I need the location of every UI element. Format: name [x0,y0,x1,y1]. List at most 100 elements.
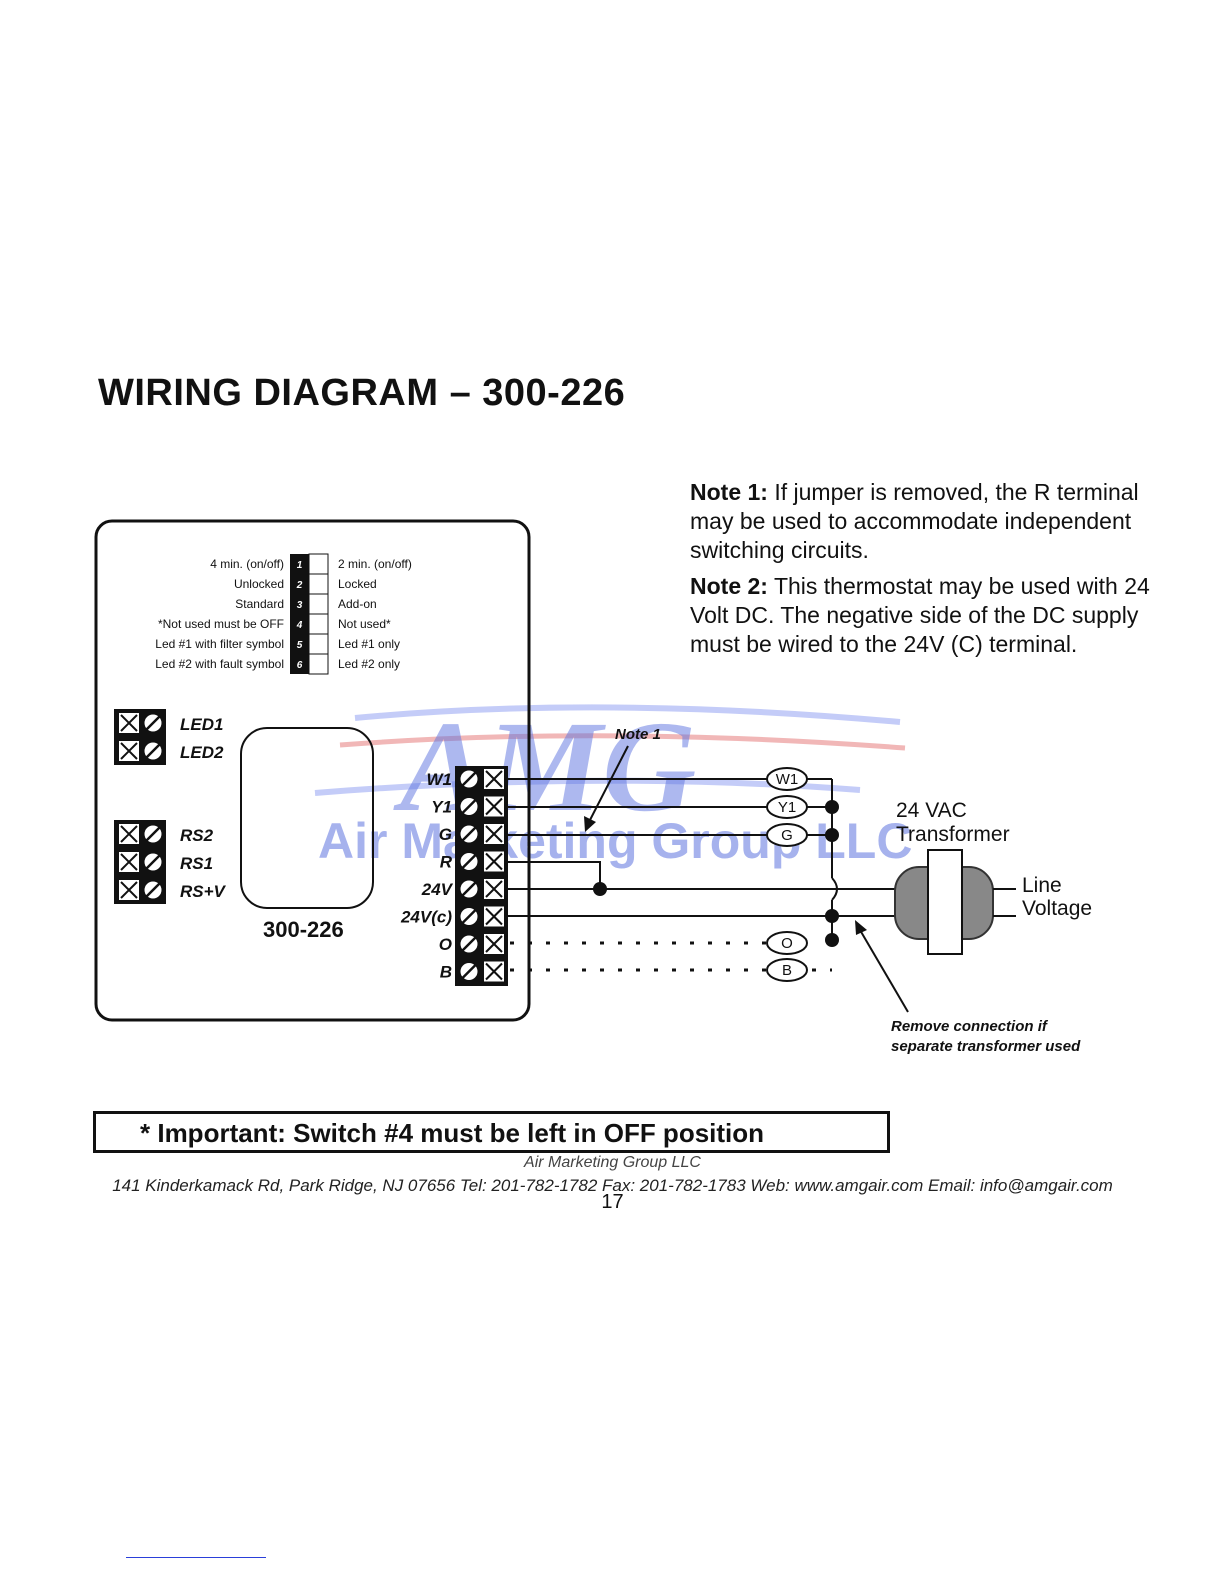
watermark-logo: AMG [393,695,696,839]
terminal-screw-icon [459,934,479,954]
terminal-x-icon [117,878,141,902]
dip-switch-row: Unlocked 2 Locked [234,573,377,591]
note-2: Note 2: This thermostat may be used with… [690,572,1160,659]
dip-right-label: 2 min. (on/off) [338,557,412,571]
terminal-label: RS+V [180,882,227,901]
terminal-x-icon [117,822,141,846]
terminal-screw-icon [459,907,479,926]
watermark-text: Air Marketing Group LLC [318,813,912,869]
note-1-label: Note 1: [690,479,768,505]
junction-dot-24vc [825,909,839,923]
terminal-screw-icon [143,741,163,761]
dip-left-label: *Not used must be OFF [158,617,284,631]
terminal-screw-icon [459,769,479,789]
dip-switch-dark-column [290,554,309,674]
dip-number: 1 [297,560,303,571]
wire-label-text: B [782,962,792,979]
dip-right-label: Led #1 only [338,637,400,651]
wire-r [508,861,601,889]
page-title: WIRING DIAGRAM – 300-226 [98,372,626,414]
junction-dot-r [593,882,607,896]
terminal-screw-icon [143,824,163,844]
terminal-x-icon [117,850,141,874]
dip-left-label: Led #2 with fault symbol [155,657,284,671]
terminal-screw-icon [143,880,163,900]
wire-label-oval: G [766,823,808,847]
terminal-label: Y1 [431,798,452,817]
footer-company: Air Marketing Group LLC [524,1154,701,1171]
line-voltage-label-2: Voltage [1022,897,1092,920]
amg-watermark: AMG Air Marketing Group LLC [314,695,912,869]
transformer-core [927,849,963,955]
terminal-x-icon [482,849,506,874]
dip-left-label: Led #1 with filter symbol [155,637,284,651]
wire-label-text: O [781,935,793,952]
wire-label-oval: O [766,931,808,955]
display-area [240,727,374,909]
dip-switch-row: *Not used must be OFF 4 Not used* [158,613,391,631]
dip-left-label: Unlocked [234,577,284,591]
important-notice: * Important: Switch #4 must be left in O… [93,1111,890,1153]
link-underline [126,1557,266,1558]
terminal-label: B [440,963,452,982]
terminal-label: W1 [427,770,453,789]
terminal-label: LED2 [180,743,224,762]
dip-right-label: Locked [338,577,377,591]
terminal-label: O [439,935,452,954]
jumper-crossover [831,877,838,901]
dip-right-label: Add-on [338,597,377,611]
terminal-x-icon [482,877,506,901]
thermostat-outline [94,519,531,1022]
terminal-screw-icon [459,824,479,844]
terminal-label: 24V(c) [400,908,452,927]
terminal-screw-icon [459,962,479,981]
terminal-label: R [440,853,453,872]
terminal-x-icon [482,959,506,984]
line-voltage-label-1: Line [1022,874,1062,897]
dip-switch-row: 4 min. (on/off) 1 2 min. (on/off) [210,557,412,571]
note-1-text: If jumper is removed, the R terminal may… [690,479,1139,563]
wire-label-text: G [781,827,793,844]
wire-label-oval: W1 [766,767,808,791]
junction-dot-g [825,828,839,842]
wire-label-oval: B [766,958,808,982]
transformer-label-1: 24 VAC [896,799,967,822]
wire-label-text: Y1 [778,799,796,816]
dip-right-label: Not used* [338,617,391,631]
dip-number: 3 [297,600,303,611]
transformer-label-2: Transformer [896,823,1010,846]
junction-dot-o [825,933,839,947]
page-number: 17 [601,1191,624,1213]
terminal-label: G [439,825,452,844]
junction-dot-y1 [825,800,839,814]
terminal-screw-icon [459,797,479,816]
wires [508,778,895,940]
terminal-x-icon [482,767,506,791]
wire-label-text: W1 [776,771,799,788]
terminal-x-icon [482,904,506,929]
transformer [894,849,1016,955]
dotted-wires [510,941,832,972]
terminal-screw-icon [459,879,479,899]
dip-number: 4 [296,620,303,631]
terminal-screw-icon [143,713,163,733]
remove-arrow-line [859,929,909,1013]
dip-right-label: Led #2 only [338,657,400,671]
dip-switch-block: 4 min. (on/off) 1 2 min. (on/off) Unlocked 2… [155,553,412,675]
terminal-x-icon [117,711,141,735]
dip-number: 2 [296,580,303,591]
terminal-label: RS1 [180,854,213,873]
dip-number: 6 [297,660,303,671]
wire-label-oval: Y1 [766,795,808,819]
terminal-label: 24V [421,880,454,899]
terminal-x-icon [117,739,141,763]
note-2-label: Note 2: [690,573,768,599]
dip-left-label: 4 min. (on/off) [210,557,284,571]
note-1: Note 1: If jumper is removed, the R term… [690,478,1160,565]
